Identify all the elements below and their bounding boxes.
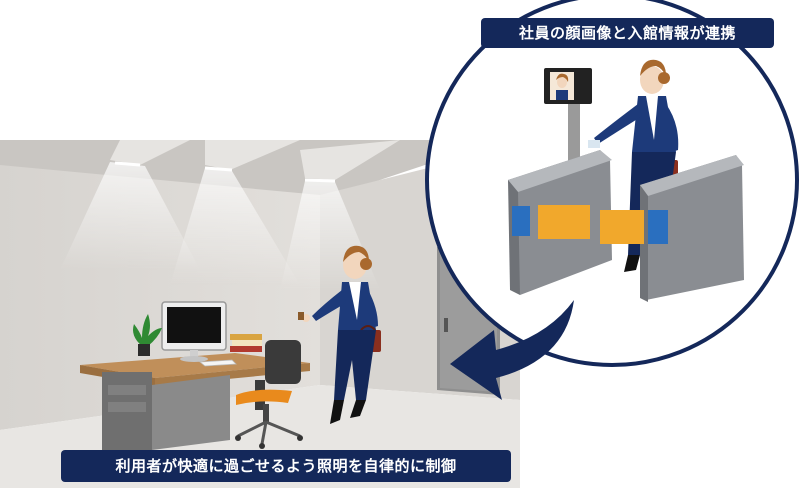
flow-arrow	[450, 300, 574, 400]
gate-caption: 社員の顔画像と入館情報が連携	[481, 18, 774, 48]
stack-of-books	[230, 334, 262, 352]
office-chair	[235, 340, 303, 449]
employee-in-office	[298, 245, 381, 424]
gate-left-panel	[508, 150, 612, 295]
lighting-beams	[60, 162, 380, 290]
security-gate-inset	[425, 0, 799, 367]
face-recognition-display	[544, 68, 592, 170]
office-caption: 利用者が快適に過ごせるよう照明を自律的に制御	[61, 450, 511, 482]
potted-plant	[133, 314, 162, 356]
gate-right-panel	[600, 155, 744, 302]
desktop-monitor	[161, 301, 237, 367]
ceiling-light-fixtures	[110, 140, 400, 183]
